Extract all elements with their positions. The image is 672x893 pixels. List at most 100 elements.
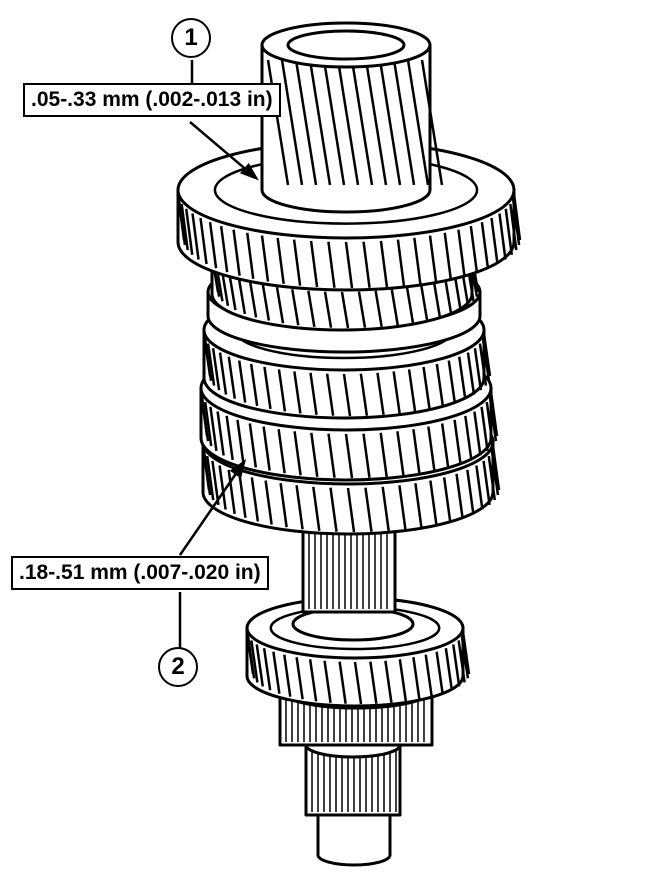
gear-stack-2-tooth	[206, 343, 216, 386]
gear-stack-1-tooth	[275, 286, 285, 324]
lower-gear-tooth	[353, 661, 363, 705]
gear-stack-1-tooth	[340, 291, 350, 329]
top-gear-tooth	[498, 213, 507, 260]
lower-gear-tooth	[384, 660, 393, 703]
gear-stack-3-tooth	[396, 431, 405, 476]
pinion-helix	[420, 59, 444, 186]
top-gear-tooth	[443, 232, 452, 279]
gear-stack-4-tooth	[490, 450, 500, 496]
gear-stack-4-tooth	[466, 469, 475, 515]
lower-gear-tooth	[444, 648, 454, 691]
gear-stack-2-tooth	[466, 352, 476, 395]
lower-gear-tooth	[295, 657, 304, 700]
lower-gear-tooth	[452, 644, 461, 687]
gear-stack-1-tooth	[419, 284, 429, 321]
gear-stack-3-tooth	[293, 431, 302, 476]
gear-stack-4-tooth	[491, 445, 501, 491]
gear-stack-1-tooth	[261, 284, 271, 321]
callout-number-2: 2	[158, 647, 198, 687]
top-gear-tooth	[413, 237, 422, 285]
gear-stack-4-tooth	[238, 473, 247, 519]
gear-stack-4-tooth	[312, 486, 321, 531]
lower-gear-tooth	[435, 651, 444, 694]
gear-stack-2-tooth	[473, 348, 483, 391]
top-gear-tooth	[208, 222, 218, 269]
pinion-helix	[350, 59, 374, 186]
gear-stack-1-tooth	[237, 277, 247, 315]
gear-stack-1-tooth	[432, 281, 442, 318]
gear-stack-4-tooth	[227, 469, 236, 515]
gear-stack-3-tooth	[216, 411, 225, 456]
gear-stack-2-tooth	[457, 356, 467, 399]
gear-stack-1-tooth	[323, 291, 333, 328]
top-gear-tooth	[184, 208, 194, 255]
top-gear-tooth	[177, 198, 187, 246]
gear-stack-4-tooth	[487, 455, 497, 501]
gear-stack-3-tooth	[440, 423, 450, 468]
gear-stack-2-tooth	[203, 338, 213, 381]
gear-stack-4-tooth	[205, 455, 215, 501]
top-gear-tooth	[396, 239, 406, 286]
lower-gear-tooth	[246, 636, 256, 679]
gear-stack-2-tooth	[263, 366, 272, 410]
gear-stack-4-tooth	[218, 465, 227, 510]
gear-stack-4-tooth	[202, 450, 212, 496]
gear-stack-2-tooth	[481, 338, 491, 381]
clearance-callout-1: .05-.33 mm (.002-.013 in)	[23, 83, 281, 118]
gear-stack-1-tooth	[405, 286, 415, 324]
pinion-helix	[308, 59, 332, 186]
pinion-helix	[364, 59, 388, 186]
pinion-helix	[280, 59, 304, 186]
top-gear-tooth	[504, 208, 514, 255]
gear-stack-4-tooth	[279, 483, 288, 528]
lower-gear-tooth	[369, 661, 378, 704]
gear-stack-4-tooth	[398, 485, 407, 530]
lower-gear-tooth	[412, 657, 421, 700]
gear-stack-3-tooth	[473, 411, 482, 456]
pinion-body	[260, 43, 432, 214]
pinion-helix	[378, 59, 402, 186]
gear-stack-4-tooth	[442, 477, 452, 522]
gear-stack-2-tooth	[478, 343, 488, 386]
top-gear-tooth	[260, 235, 270, 282]
pinion-helix	[294, 59, 318, 186]
gear-stack-3-tooth	[485, 401, 495, 447]
lower-gear-tooth	[323, 660, 332, 703]
lower-gear-tooth	[262, 648, 272, 691]
gear-stack-3-tooth	[225, 415, 234, 461]
gear-stack-3-tooth	[327, 433, 336, 478]
top-gear-tooth	[428, 235, 438, 282]
pinion-helix	[406, 59, 430, 186]
gear-stack-4-tooth	[295, 485, 304, 530]
top-gear-tooth	[292, 239, 302, 286]
gear-stack-3-tooth	[236, 419, 245, 465]
gear-stack-4-tooth	[482, 460, 491, 506]
gear-stack-2-tooth	[422, 366, 431, 410]
top-gear-tooth	[276, 237, 285, 285]
gear-stack-3-tooth	[203, 401, 213, 447]
top-gear-tooth	[309, 240, 319, 288]
gear-stack-2-tooth	[237, 360, 247, 403]
gear-stack-3-tooth	[200, 396, 210, 442]
gear-stack-3-tooth	[209, 406, 218, 452]
top-gear-tooth	[511, 198, 521, 246]
lower-gear-tooth	[398, 659, 408, 702]
gear-stack-3-tooth	[488, 396, 498, 442]
lower-gear-tooth	[460, 636, 470, 679]
gear-stack-3-tooth	[427, 426, 436, 471]
gear-stack-3-tooth	[248, 423, 258, 468]
top-gear-tooth	[232, 229, 241, 276]
top-gear-tooth	[480, 222, 490, 269]
top-gear-tooth	[327, 241, 336, 288]
gear-stack-2-tooth	[435, 363, 445, 407]
gear-stack-4-tooth	[211, 460, 220, 506]
gear-stack-2-tooth	[392, 371, 401, 414]
gear-stack-3-tooth	[480, 406, 489, 452]
top-gear-tooth	[219, 225, 229, 273]
gear-stack-1-tooth	[390, 289, 399, 326]
pinion-helix	[336, 59, 360, 186]
pinion-helix	[392, 59, 416, 186]
gear-stack-4-tooth	[264, 480, 273, 525]
gear-stack-3-tooth	[412, 429, 421, 474]
